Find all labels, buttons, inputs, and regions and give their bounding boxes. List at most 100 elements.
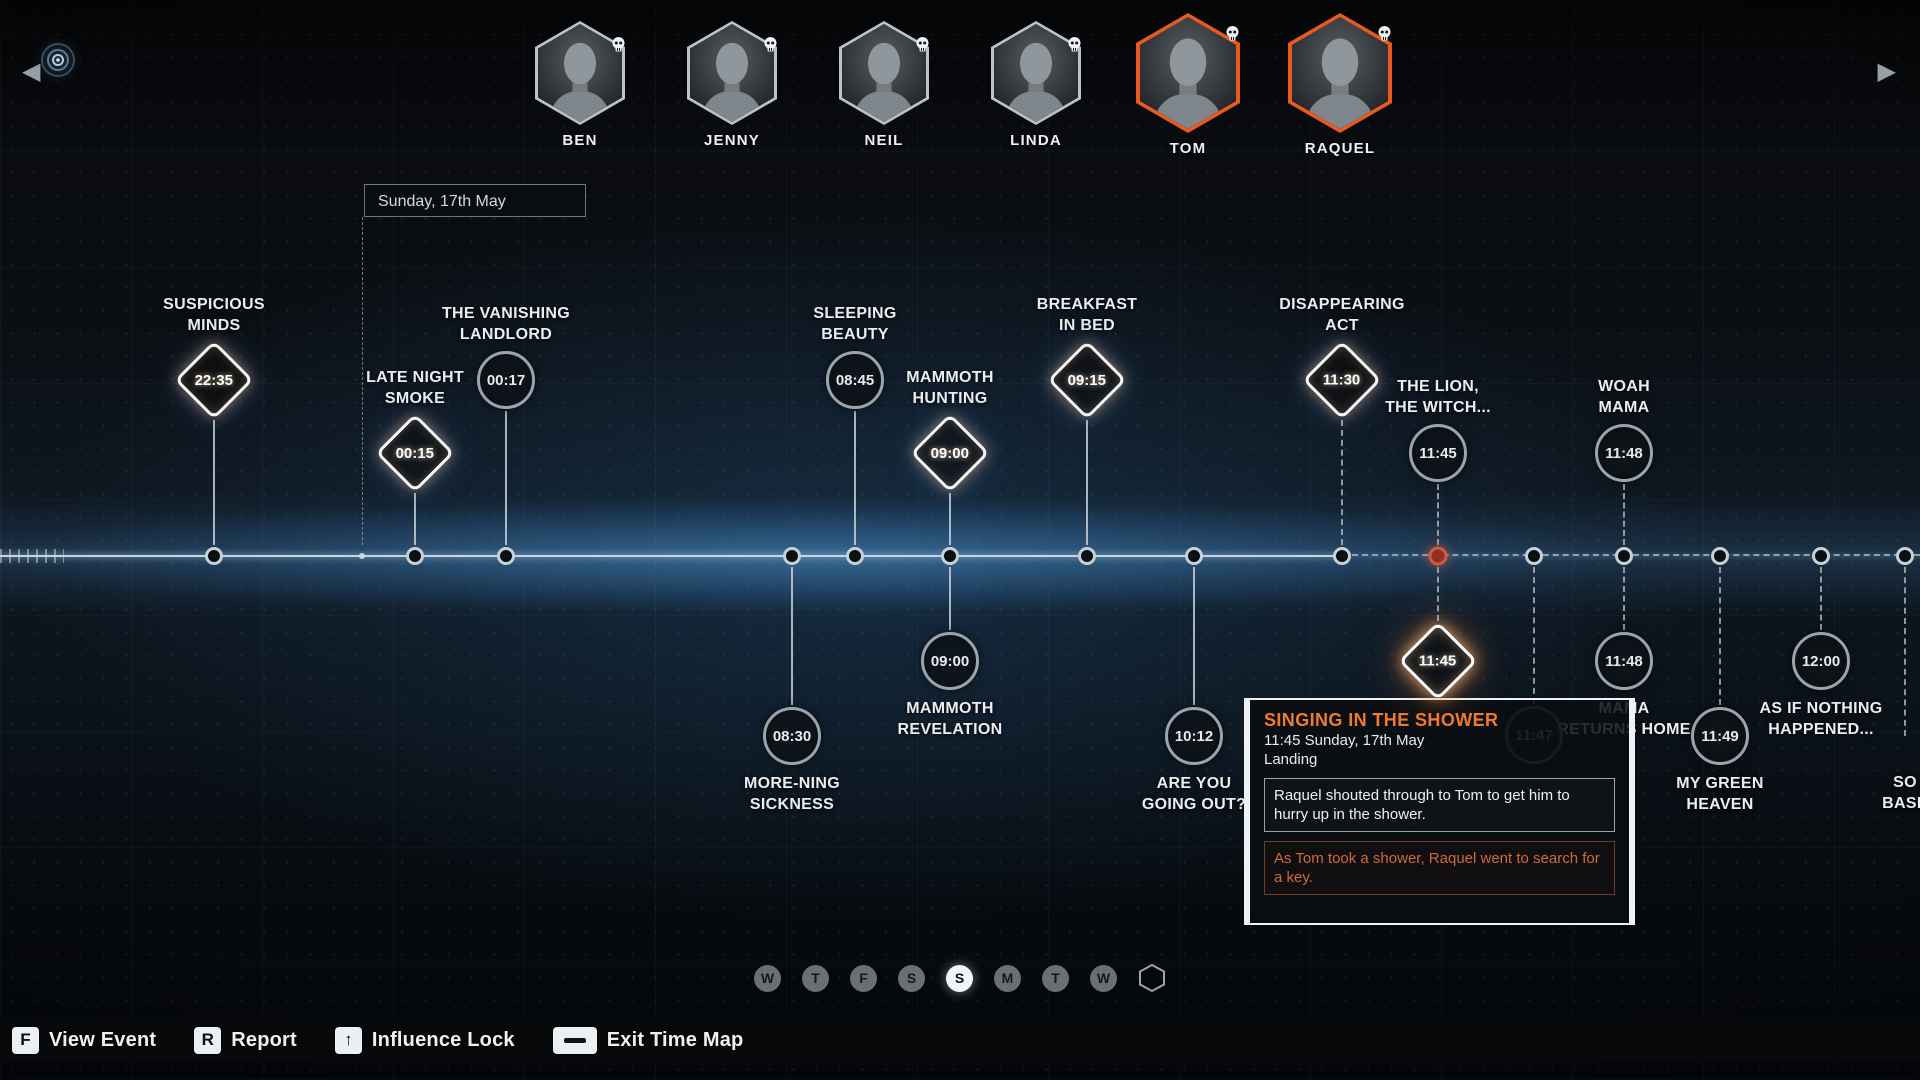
event-time: 09:00 bbox=[930, 444, 970, 462]
event-badge-the-vanishing-landlord[interactable]: 00:17 bbox=[477, 351, 535, 409]
portrait-tom[interactable]: TOM bbox=[1112, 13, 1264, 157]
character-name: TOM bbox=[1169, 140, 1207, 157]
timeline-node-late-night-smoke[interactable] bbox=[406, 547, 424, 565]
week-day-6[interactable]: T bbox=[1042, 964, 1069, 992]
timeline-node-the-vanishing-landlord[interactable] bbox=[497, 547, 515, 565]
event-time: 09:00 bbox=[930, 652, 970, 670]
week-day-7[interactable]: W bbox=[1090, 964, 1117, 992]
portrait-neil[interactable]: NEIL bbox=[808, 21, 960, 157]
skull-icon bbox=[1375, 24, 1394, 48]
action-influence-lock[interactable]: ↑Influence Lock bbox=[334, 1026, 515, 1054]
event-badge-my-green-heaven[interactable]: 11:49 bbox=[1691, 707, 1749, 765]
timeline-node-the-lion-the-witch[interactable] bbox=[1428, 546, 1448, 566]
tooltip-body: Raquel shouted through to Tom to get him… bbox=[1264, 778, 1615, 832]
event-badge-mammoth-revelation[interactable]: 09:00 bbox=[921, 632, 979, 690]
event-badge-are-you-going-out[interactable]: 10:12 bbox=[1165, 707, 1223, 765]
week-day-5[interactable]: M bbox=[994, 964, 1021, 992]
week-day-3[interactable]: S bbox=[898, 964, 925, 992]
event-badge-more-ning-sickness[interactable]: 08:30 bbox=[763, 707, 821, 765]
action-label: Report bbox=[231, 1028, 297, 1051]
timeline-node-as-if-nothing-happened[interactable] bbox=[1812, 547, 1830, 565]
timeline-node-suspicious-minds[interactable] bbox=[205, 547, 223, 565]
character-row: BEN JENNY NEIL LINDA TOM RAQUEL bbox=[504, 13, 1416, 157]
next-arrow-button[interactable]: ▶ bbox=[1872, 56, 1902, 87]
event-stem-event-11-47 bbox=[1533, 567, 1535, 704]
event-time: 10:12 bbox=[1174, 727, 1214, 745]
event-time: 11:48 bbox=[1605, 444, 1643, 462]
week-day-1[interactable]: T bbox=[802, 964, 829, 992]
event-stem-disappearing-act bbox=[1341, 420, 1343, 545]
event-stem-mammoth-revelation bbox=[949, 567, 951, 630]
action-label: View Event bbox=[49, 1028, 157, 1051]
event-label-edge-event: SOBASE bbox=[1882, 774, 1920, 812]
timeline-node-sleeping-beauty[interactable] bbox=[846, 547, 864, 565]
tooltip-title: SINGING IN THE SHOWER bbox=[1264, 710, 1499, 730]
character-name: JENNY bbox=[703, 132, 761, 149]
event-stem-mammoth-hunting bbox=[949, 493, 951, 545]
event-badge-late-night-smoke[interactable]: 00:15 bbox=[375, 413, 455, 493]
event-time: 11:45 bbox=[1419, 444, 1457, 462]
event-badge-breakfast-in-bed[interactable]: 09:15 bbox=[1047, 340, 1127, 420]
event-stem-woah-mama bbox=[1623, 484, 1625, 545]
portrait-linda[interactable]: LINDA bbox=[960, 21, 1112, 157]
event-time: 11:30 bbox=[1323, 371, 1361, 389]
event-badge-suspicious-minds[interactable]: 22:35 bbox=[174, 340, 254, 420]
skull-icon bbox=[1223, 24, 1242, 48]
week-view-icon[interactable] bbox=[1138, 963, 1166, 993]
portrait-image bbox=[1292, 17, 1388, 129]
event-stem-my-green-heaven bbox=[1719, 567, 1721, 705]
event-time: 09:15 bbox=[1067, 371, 1107, 389]
event-badge-mammoth-hunting[interactable]: 09:00 bbox=[910, 413, 990, 493]
event-badge-sleeping-beauty[interactable]: 08:45 bbox=[826, 351, 884, 409]
event-badge-singing-in-the-shower[interactable]: 11:45 bbox=[1398, 621, 1478, 701]
event-label-the-lion-the-witch: THE LION,THE WITCH... bbox=[1385, 378, 1491, 416]
timeline-node-edge-event[interactable] bbox=[1896, 547, 1914, 565]
event-time: 11:45 bbox=[1419, 652, 1457, 670]
timeline-node-are-you-going-out[interactable] bbox=[1185, 547, 1203, 565]
character-name: NEIL bbox=[864, 132, 904, 149]
character-name: LINDA bbox=[1010, 132, 1062, 149]
portrait-ben[interactable]: BEN bbox=[504, 21, 656, 157]
tooltip-note: As Tom took a shower, Raquel went to sea… bbox=[1264, 841, 1615, 895]
portrait-image bbox=[1140, 17, 1236, 129]
timeline-node-event-11-47[interactable] bbox=[1525, 547, 1543, 565]
event-badge-woah-mama[interactable]: 11:48 bbox=[1595, 424, 1653, 482]
week-day-2[interactable]: F bbox=[850, 964, 877, 992]
event-stem-the-vanishing-landlord bbox=[505, 411, 507, 545]
enter-key-icon bbox=[552, 1026, 597, 1054]
event-stem-the-lion-the-witch bbox=[1437, 484, 1439, 545]
event-badge-the-lion-the-witch[interactable]: 11:45 bbox=[1409, 424, 1467, 482]
week-day-0[interactable]: W bbox=[754, 964, 781, 992]
timeline-node-my-green-heaven[interactable] bbox=[1711, 547, 1729, 565]
skull-icon bbox=[913, 35, 932, 59]
event-badge-mama-returns-home[interactable]: 11:48 bbox=[1595, 632, 1653, 690]
timeline-node-more-ning-sickness[interactable] bbox=[783, 547, 801, 565]
week-day-4[interactable]: S bbox=[946, 964, 973, 992]
timeline-node-woah-mama[interactable] bbox=[1615, 547, 1633, 565]
event-badge-as-if-nothing-happened[interactable]: 12:00 bbox=[1792, 632, 1850, 690]
timeline-node-breakfast-in-bed[interactable] bbox=[1078, 547, 1096, 565]
portrait-jenny[interactable]: JENNY bbox=[656, 21, 808, 157]
timeline-node-disappearing-act[interactable] bbox=[1333, 547, 1351, 565]
action-exit-time-map[interactable]: Exit Time Map bbox=[552, 1026, 744, 1054]
portrait-raquel[interactable]: RAQUEL bbox=[1264, 13, 1416, 157]
timeline-node-mammoth-hunting[interactable] bbox=[941, 547, 959, 565]
timeline-ticks bbox=[0, 549, 64, 563]
event-badge-disappearing-act[interactable]: 11:30 bbox=[1302, 340, 1382, 420]
day-marker-node bbox=[359, 553, 365, 559]
event-time: 12:00 bbox=[1801, 652, 1841, 670]
